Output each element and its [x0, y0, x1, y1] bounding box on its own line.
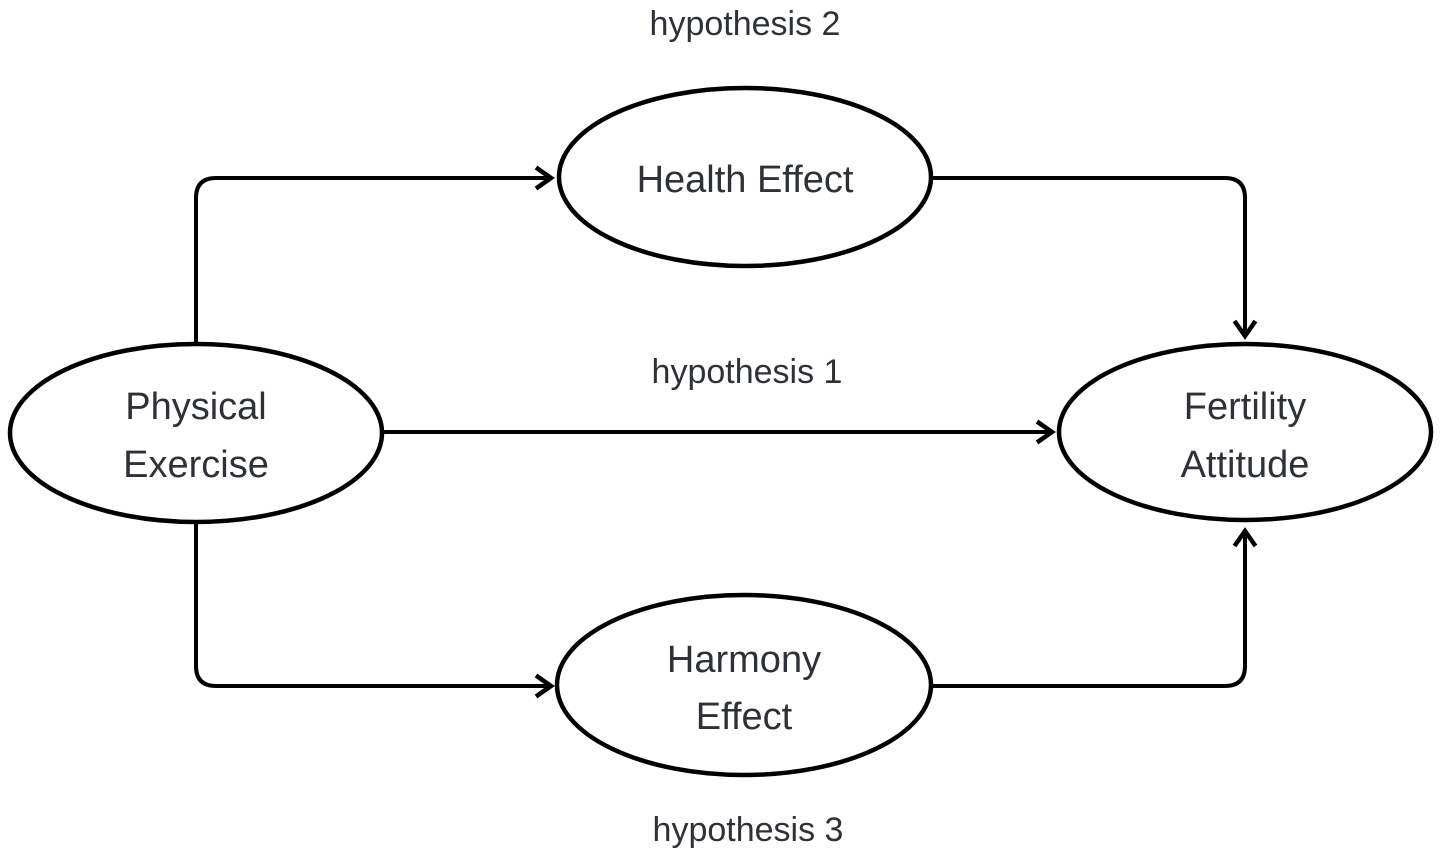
node-physical-exercise-ellipse [7, 341, 385, 525]
node-fertility-attitude-label-line2: Attitude [1181, 444, 1310, 486]
node-fertility-attitude-ellipse [1056, 341, 1434, 523]
node-health-effect-ellipse [556, 85, 934, 269]
edge-physical-exercise-to-health-effect [194, 165, 555, 342]
node-health-effect-label: Health Effect [637, 159, 854, 201]
edge-harmony-effect-to-fertility-attitude [931, 527, 1258, 688]
node-physical-exercise-label-line1: Physical [125, 386, 267, 428]
edge-physical-exercise-to-harmony-effect [194, 523, 555, 699]
node-harmony-effect-label-line2: Effect [696, 696, 793, 738]
edge-label-hypothesis-1: hypothesis 1 [652, 353, 843, 391]
edge-label-hypothesis-2: hypothesis 2 [650, 5, 841, 43]
edge-health-effect-to-fertility-attitude [931, 176, 1258, 340]
node-harmony-effect-ellipse [554, 592, 934, 778]
node-harmony-effect-label-line1: Harmony [667, 639, 821, 681]
edge-label-hypothesis-3: hypothesis 3 [653, 811, 844, 849]
node-fertility-attitude-label-line1: Fertility [1184, 386, 1306, 428]
node-physical-exercise-label-line2: Exercise [123, 444, 269, 486]
